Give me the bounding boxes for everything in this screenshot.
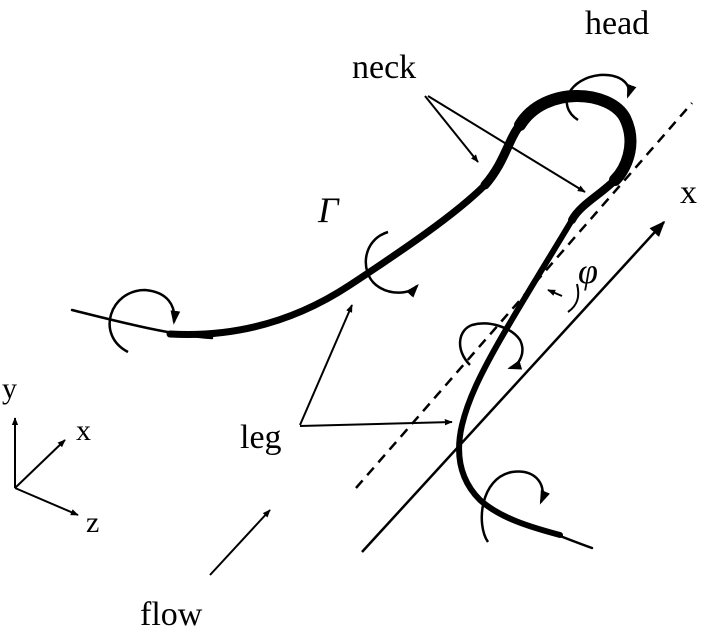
phi-angle-label: φ	[578, 251, 598, 291]
left-leg	[166, 181, 489, 338]
right-neck	[568, 176, 619, 224]
rotation-arrow-left-tail	[108, 288, 181, 354]
right-leg	[456, 217, 575, 538]
coord-x-axis	[14, 439, 66, 489]
x-axis-label: x	[680, 174, 697, 211]
neck-pointer-right	[427, 95, 586, 193]
head-label: head	[585, 5, 649, 42]
phi-angle-arc	[567, 283, 580, 313]
head-arc	[514, 90, 637, 186]
coord-z-axis	[14, 487, 79, 516]
x-axis-line	[361, 220, 666, 553]
rotation-arrow-left-leg	[364, 230, 419, 298]
coord-x-label: x	[76, 414, 91, 447]
neck-pointer-left	[424, 95, 479, 163]
leg-label: leg	[240, 419, 282, 456]
coord-y-label: y	[2, 372, 17, 405]
leg-pointer-left	[299, 304, 353, 426]
rotation-arrow-right-leg-lower	[480, 470, 550, 543]
rotation-arrow-right-leg-upper	[458, 322, 524, 370]
leg-pointer-right	[299, 418, 453, 427]
flow-label: flow	[140, 596, 203, 632]
circulation-gamma-label: Γ	[317, 190, 340, 230]
coord-z-label: z	[86, 506, 99, 539]
rotation-arrow-head	[565, 73, 637, 122]
vortex-filament	[70, 90, 637, 550]
right-leg-tail	[543, 528, 594, 550]
coordinate-system: y x z	[2, 372, 99, 539]
flow-arrow	[209, 509, 271, 576]
neck-label: neck	[352, 49, 416, 86]
phi-arc-arrow	[547, 289, 563, 297]
